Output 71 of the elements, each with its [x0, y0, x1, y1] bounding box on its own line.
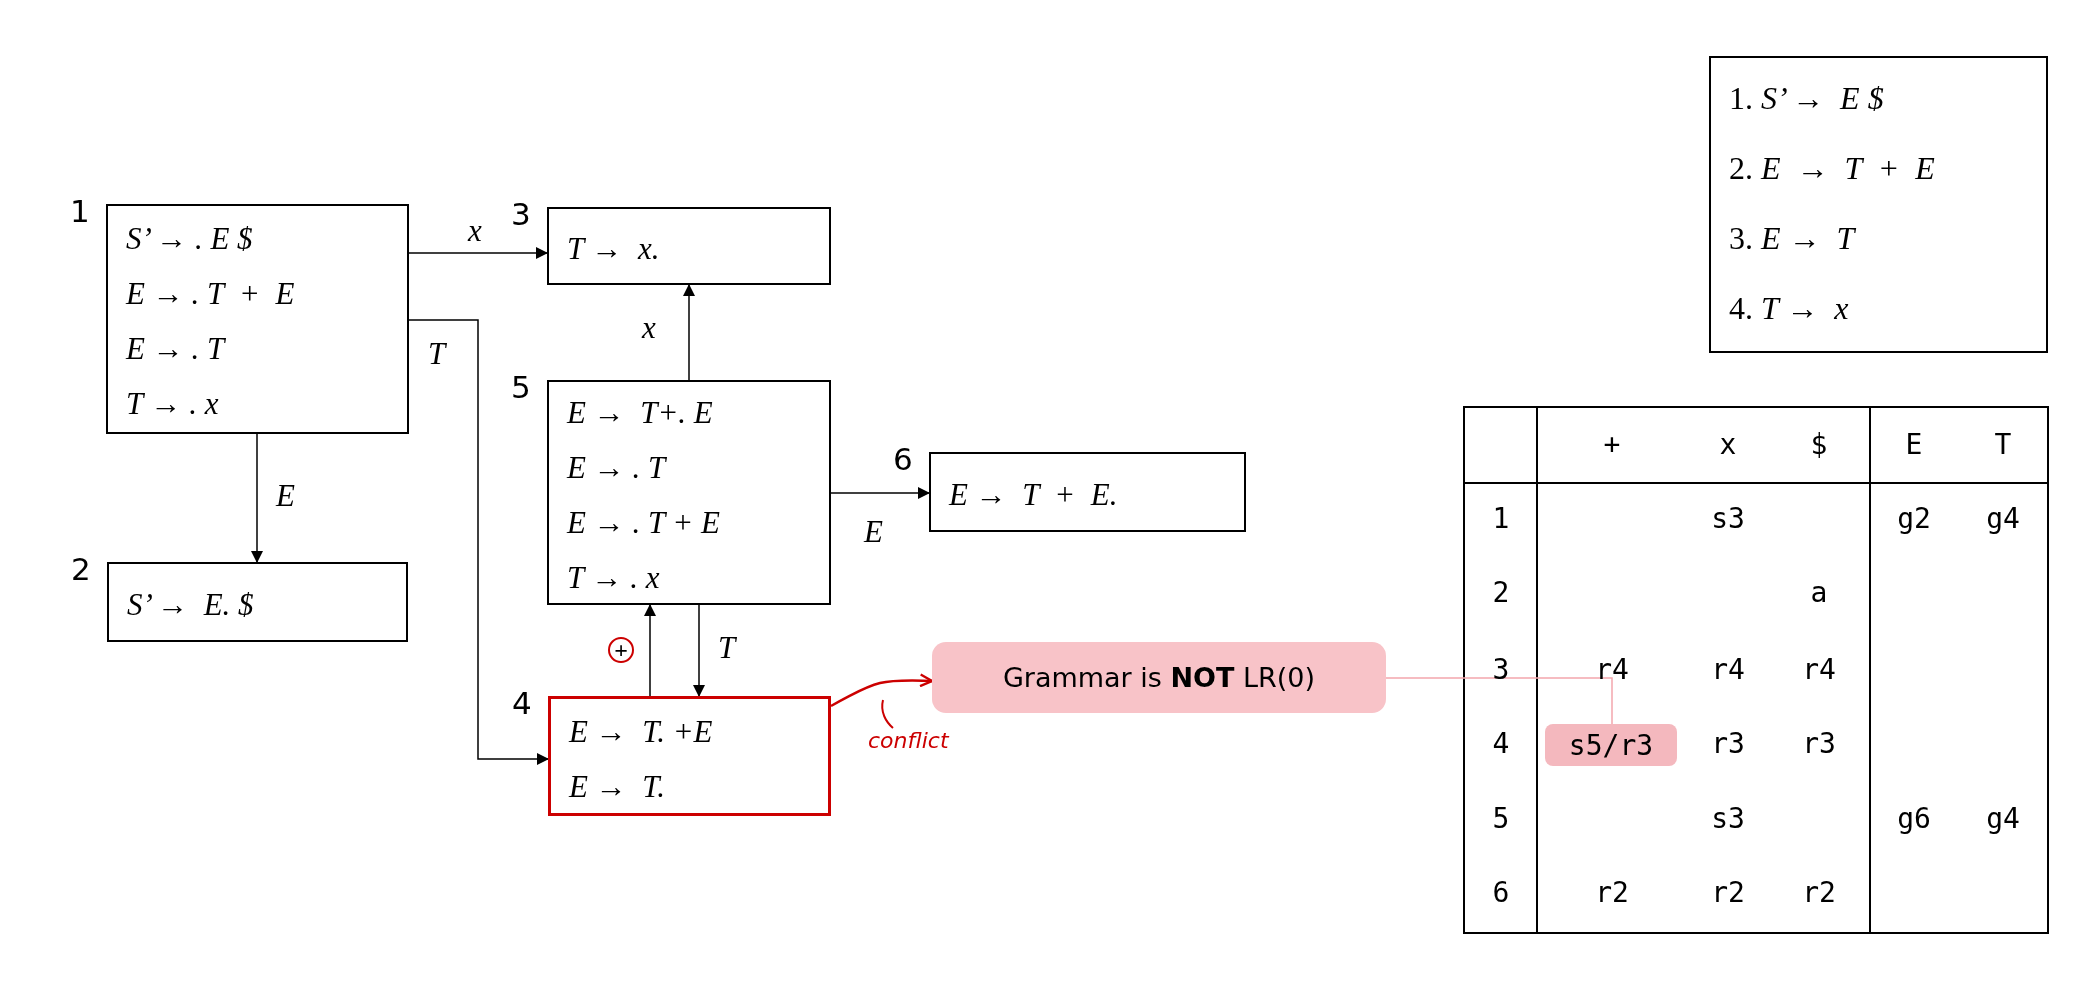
annotation-text: conflict	[868, 728, 949, 753]
production-text: E → T.	[569, 768, 665, 806]
cell-text: s5/r3	[1568, 728, 1654, 762]
table-cell: g2	[1897, 502, 1931, 536]
production-text: E → T. +E	[569, 713, 713, 751]
table-cell: 3	[1492, 653, 1510, 687]
arrow	[251, 433, 263, 563]
callout-box	[932, 642, 1386, 713]
production-text: T → . x	[567, 558, 660, 597]
arrow	[683, 284, 695, 381]
state-box	[106, 204, 409, 434]
production-text: E → . T + E	[126, 275, 295, 313]
table-cell: r2	[1711, 876, 1745, 910]
arrow	[830, 487, 930, 499]
column-header: T	[1994, 428, 2012, 462]
state-number: 6	[893, 442, 913, 476]
production-text: T → . x	[126, 385, 219, 423]
arrow	[830, 673, 934, 708]
production-text: E → . T	[126, 330, 225, 368]
table-cell: 6	[1492, 876, 1510, 910]
state-number: 5	[511, 370, 531, 404]
arrow	[644, 604, 656, 697]
grammar-rule: 4. T → x	[1729, 289, 1849, 328]
production-text: T → x.	[567, 229, 660, 268]
state-number: 3	[511, 197, 531, 231]
state-box	[929, 452, 1246, 532]
table-cell: g6	[1897, 802, 1931, 836]
production-text: E → . T	[567, 448, 666, 487]
table-cell: r4	[1595, 653, 1629, 687]
arrow	[693, 604, 705, 697]
table-cell: r4	[1802, 653, 1836, 687]
arrow	[408, 247, 548, 259]
table-cell: s3	[1711, 502, 1745, 536]
table-cell: 5	[1492, 802, 1510, 836]
production-text: E → . T + E	[567, 503, 720, 542]
table-cell: r2	[1595, 876, 1629, 910]
table-cell: g4	[1986, 802, 2020, 836]
production-text: S’ → E. $	[127, 585, 254, 624]
column-header: $	[1810, 428, 1828, 462]
table-cell: r2	[1802, 876, 1836, 910]
grammar-rule: 1. S’ → E $	[1729, 79, 1884, 118]
table-cell: r4	[1711, 653, 1745, 687]
state-box	[107, 562, 408, 642]
table-cell: 1	[1492, 502, 1510, 536]
table-cell: a	[1810, 576, 1828, 610]
table-cell: 4	[1492, 727, 1510, 761]
state-box	[547, 380, 831, 605]
table-cell: g4	[1986, 502, 2020, 536]
grammar-rule: 3. E → T	[1729, 219, 1855, 258]
highlighted-cell	[1545, 724, 1677, 766]
state-box	[547, 207, 831, 285]
connector-line	[1385, 677, 1613, 725]
table-cell: s3	[1711, 802, 1745, 836]
state-number: 2	[71, 552, 91, 586]
state-number: 4	[512, 686, 532, 720]
arrow	[408, 319, 549, 765]
production-text: E → T + E.	[949, 475, 1118, 514]
table-cell: r3	[1802, 727, 1836, 761]
grammar-rule: 2. E → T + E	[1729, 149, 1935, 188]
production-text: S’ → . E $	[126, 220, 253, 258]
state-number: 1	[70, 194, 90, 228]
state-box	[548, 696, 831, 816]
column-header: x	[1719, 428, 1737, 462]
column-header: E	[1905, 428, 1923, 462]
production-text: E → T+. E	[567, 393, 713, 432]
table-cell: r3	[1711, 727, 1745, 761]
grammar-box	[1709, 56, 2048, 353]
edge-label: +	[608, 637, 634, 663]
callout-text: Grammar is NOT LR(0)	[1002, 662, 1316, 693]
column-header: +	[1603, 428, 1621, 462]
table-cell: 2	[1492, 576, 1510, 610]
